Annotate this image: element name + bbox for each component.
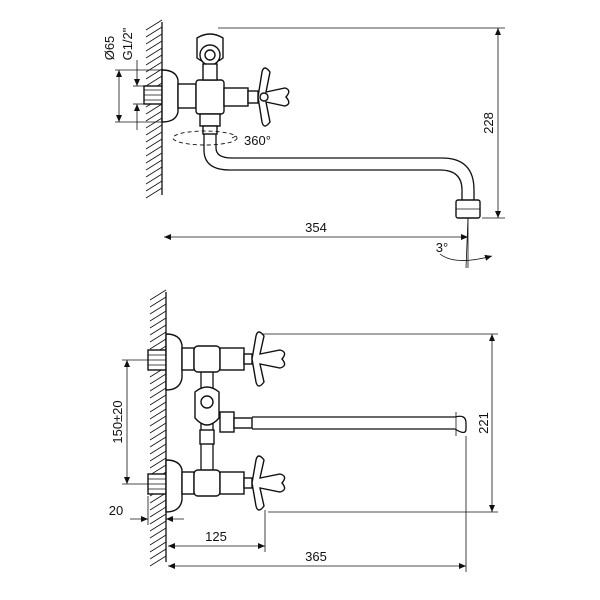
hatch-line <box>149 380 167 392</box>
hatch-line <box>149 555 167 567</box>
hatch-line <box>149 324 167 336</box>
front-upper-valve <box>193 331 286 387</box>
top-inlet-dimensions <box>115 60 162 130</box>
hatch-line <box>149 317 167 329</box>
front-height-dimension <box>262 333 498 513</box>
front-spacing-dimension <box>122 359 148 485</box>
front-center-body <box>194 372 253 470</box>
hatch-line <box>145 145 163 157</box>
hatch-line <box>145 103 163 115</box>
top-reach-label: 354 <box>305 220 327 235</box>
hatch-line <box>149 338 167 350</box>
hatch-line <box>149 373 167 385</box>
hatch-line <box>145 33 163 45</box>
hatch-line <box>149 387 167 399</box>
hatch-line <box>145 124 163 136</box>
hatch-line <box>149 303 167 315</box>
hatch-line <box>149 450 167 462</box>
hatch-line <box>145 138 163 150</box>
top-rotation-label: 360° <box>244 133 271 148</box>
hatch-line <box>149 331 167 343</box>
front-view: 150±20 221 20 125 365 <box>109 289 498 572</box>
top-view: 228 354 3° Ø65 G1/2" 360° <box>102 19 505 269</box>
hatch-line <box>145 54 163 66</box>
hatch-line <box>149 408 167 420</box>
hatch-line <box>145 180 163 192</box>
hatch-line <box>149 436 167 448</box>
hatch-line <box>149 527 167 539</box>
top-angle-dimension <box>439 217 493 269</box>
top-wall-hatch <box>145 19 163 199</box>
top-inlet-connector <box>143 69 197 123</box>
top-height-dimension <box>218 27 505 219</box>
hatch-line <box>145 117 163 129</box>
hatch-line <box>145 159 163 171</box>
front-lower-inlet <box>147 459 195 513</box>
front-spacing-label: 150±20 <box>110 400 125 443</box>
hatch-line <box>149 296 167 308</box>
front-height-label: 221 <box>476 412 491 434</box>
hatch-line <box>149 457 167 469</box>
hatch-line <box>149 443 167 455</box>
hatch-line <box>145 40 163 52</box>
hatch-line <box>149 415 167 427</box>
hatch-line <box>145 75 163 87</box>
hatch-line <box>145 68 163 80</box>
hatch-line <box>149 401 167 413</box>
rotation-ellipse <box>172 130 238 146</box>
front-wall-offset-label: 20 <box>109 503 123 518</box>
hatch-line <box>145 152 163 164</box>
front-wall-hatch <box>149 289 167 567</box>
front-lower-valve <box>193 455 286 511</box>
front-base-offset-dimension <box>168 510 266 552</box>
hatch-line <box>149 310 167 322</box>
front-total-length-dimension <box>168 436 467 572</box>
hatch-line <box>149 548 167 560</box>
top-cross-handle <box>247 67 290 127</box>
hatch-line <box>149 394 167 406</box>
hatch-line <box>145 47 163 59</box>
hatch-line <box>149 289 167 301</box>
hatch-line <box>145 19 163 31</box>
hatch-line <box>145 173 163 185</box>
hatch-line <box>145 131 163 143</box>
hatch-line <box>149 422 167 434</box>
hatch-line <box>145 166 163 178</box>
hatch-line <box>145 26 163 38</box>
top-valve-body <box>195 33 249 135</box>
front-spout <box>252 412 467 436</box>
hatch-line <box>149 429 167 441</box>
hatch-line <box>149 513 167 525</box>
front-upper-inlet <box>147 333 195 391</box>
hatch-line <box>149 534 167 546</box>
front-total-length-label: 365 <box>305 549 327 564</box>
hatch-line <box>149 541 167 553</box>
top-thread-label: G1/2" <box>120 27 135 60</box>
front-wall-offset-dimension <box>130 496 184 525</box>
top-angle-label: 3° <box>436 240 448 255</box>
top-spout <box>203 134 481 219</box>
top-diameter-label: Ø65 <box>102 36 117 61</box>
hatch-line <box>149 520 167 532</box>
hatch-line <box>145 187 163 199</box>
front-base-offset-label: 125 <box>205 529 227 544</box>
hatch-line <box>145 110 163 122</box>
hatch-line <box>149 506 167 518</box>
top-height-label: 228 <box>481 112 496 134</box>
hatch-line <box>149 499 167 511</box>
